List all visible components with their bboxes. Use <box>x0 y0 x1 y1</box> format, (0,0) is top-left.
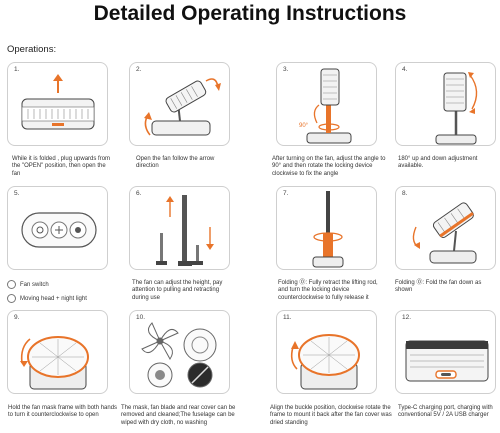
step-number: 4. <box>402 66 408 73</box>
step-number: 12. <box>402 314 412 321</box>
step-number: 3. <box>283 66 289 73</box>
charging-port-illustration <box>405 340 489 382</box>
step-number: 10. <box>136 314 146 321</box>
legend-label: Fan switch <box>20 281 49 288</box>
step-card-4: 4. <box>395 62 496 146</box>
legend-moving-head: Moving head + night light <box>7 294 87 303</box>
height-adjust-illustration <box>156 195 214 266</box>
legend-fan-switch: Fan switch <box>7 280 49 289</box>
step-card-8: 8. <box>395 186 496 270</box>
step-caption-7: Folding ⓪: Fully retract the lifting rod… <box>278 280 378 301</box>
parts-cleaning-illustration <box>141 322 217 388</box>
step-card-1: 1. <box>7 62 108 146</box>
angle-label: 90° <box>299 123 309 129</box>
step-caption-6: The fan can adjust the height, pay atten… <box>132 280 223 301</box>
sun-icon <box>7 294 16 303</box>
step-card-6: 6. <box>129 186 230 270</box>
step-card-3: 3. 90° <box>276 62 377 146</box>
step-number: 8. <box>402 190 408 197</box>
control-panel-illustration <box>21 212 97 248</box>
section-label: Operations: <box>7 44 57 55</box>
remove-mask-illustration <box>20 336 89 390</box>
legend-label: Moving head + night light <box>20 295 87 302</box>
step-card-12: 12. <box>395 310 496 394</box>
fan-icon <box>7 280 16 289</box>
step-number: 9. <box>14 314 20 321</box>
step-caption-1: While it is folded , plug upwards from t… <box>12 156 111 177</box>
step-caption-8: Folding ⓪: Fold the fan down as shown <box>395 280 482 294</box>
step-number: 11. <box>283 314 292 321</box>
retract-rod-illustration <box>312 191 344 268</box>
step-caption-9: Hold the fan mask frame with both hands … <box>8 405 118 419</box>
angle-adjust-illustration: 90° <box>299 68 352 144</box>
fold-down-illustration <box>412 202 477 264</box>
opening-fan-illustration <box>144 78 221 136</box>
step-number: 6. <box>136 190 142 197</box>
step-caption-3: After turning on the fan, adjust the ang… <box>272 156 386 177</box>
vertical-adjust-illustration <box>435 72 478 145</box>
step-caption-4: 180° up and down adjustment available. <box>398 156 478 170</box>
page-title: Detailed Operating Instructions <box>93 2 407 25</box>
step-card-2: 2. <box>129 62 230 146</box>
step-number: 5. <box>14 190 20 197</box>
step-caption-2: Open the fan follow the arrow direction <box>136 156 215 170</box>
step-card-11: 11. <box>276 310 377 394</box>
folded-fan-illustration <box>21 74 95 130</box>
step-caption-11: Align the buckle position, clockwise rot… <box>270 405 392 426</box>
step-card-9: 9. <box>7 310 108 394</box>
step-card-7: 7. <box>276 186 377 270</box>
step-number: 7. <box>283 190 289 197</box>
step-card-10: 10. <box>129 310 230 394</box>
step-number: 2. <box>136 66 142 73</box>
step-caption-10: The mask, fan blade and rear cover can b… <box>121 405 236 426</box>
step-number: 1. <box>14 66 20 73</box>
step-card-5: 5. <box>7 186 108 270</box>
step-caption-12: Type-C charging port, charging with conv… <box>398 405 493 419</box>
mount-mask-illustration <box>290 334 360 390</box>
